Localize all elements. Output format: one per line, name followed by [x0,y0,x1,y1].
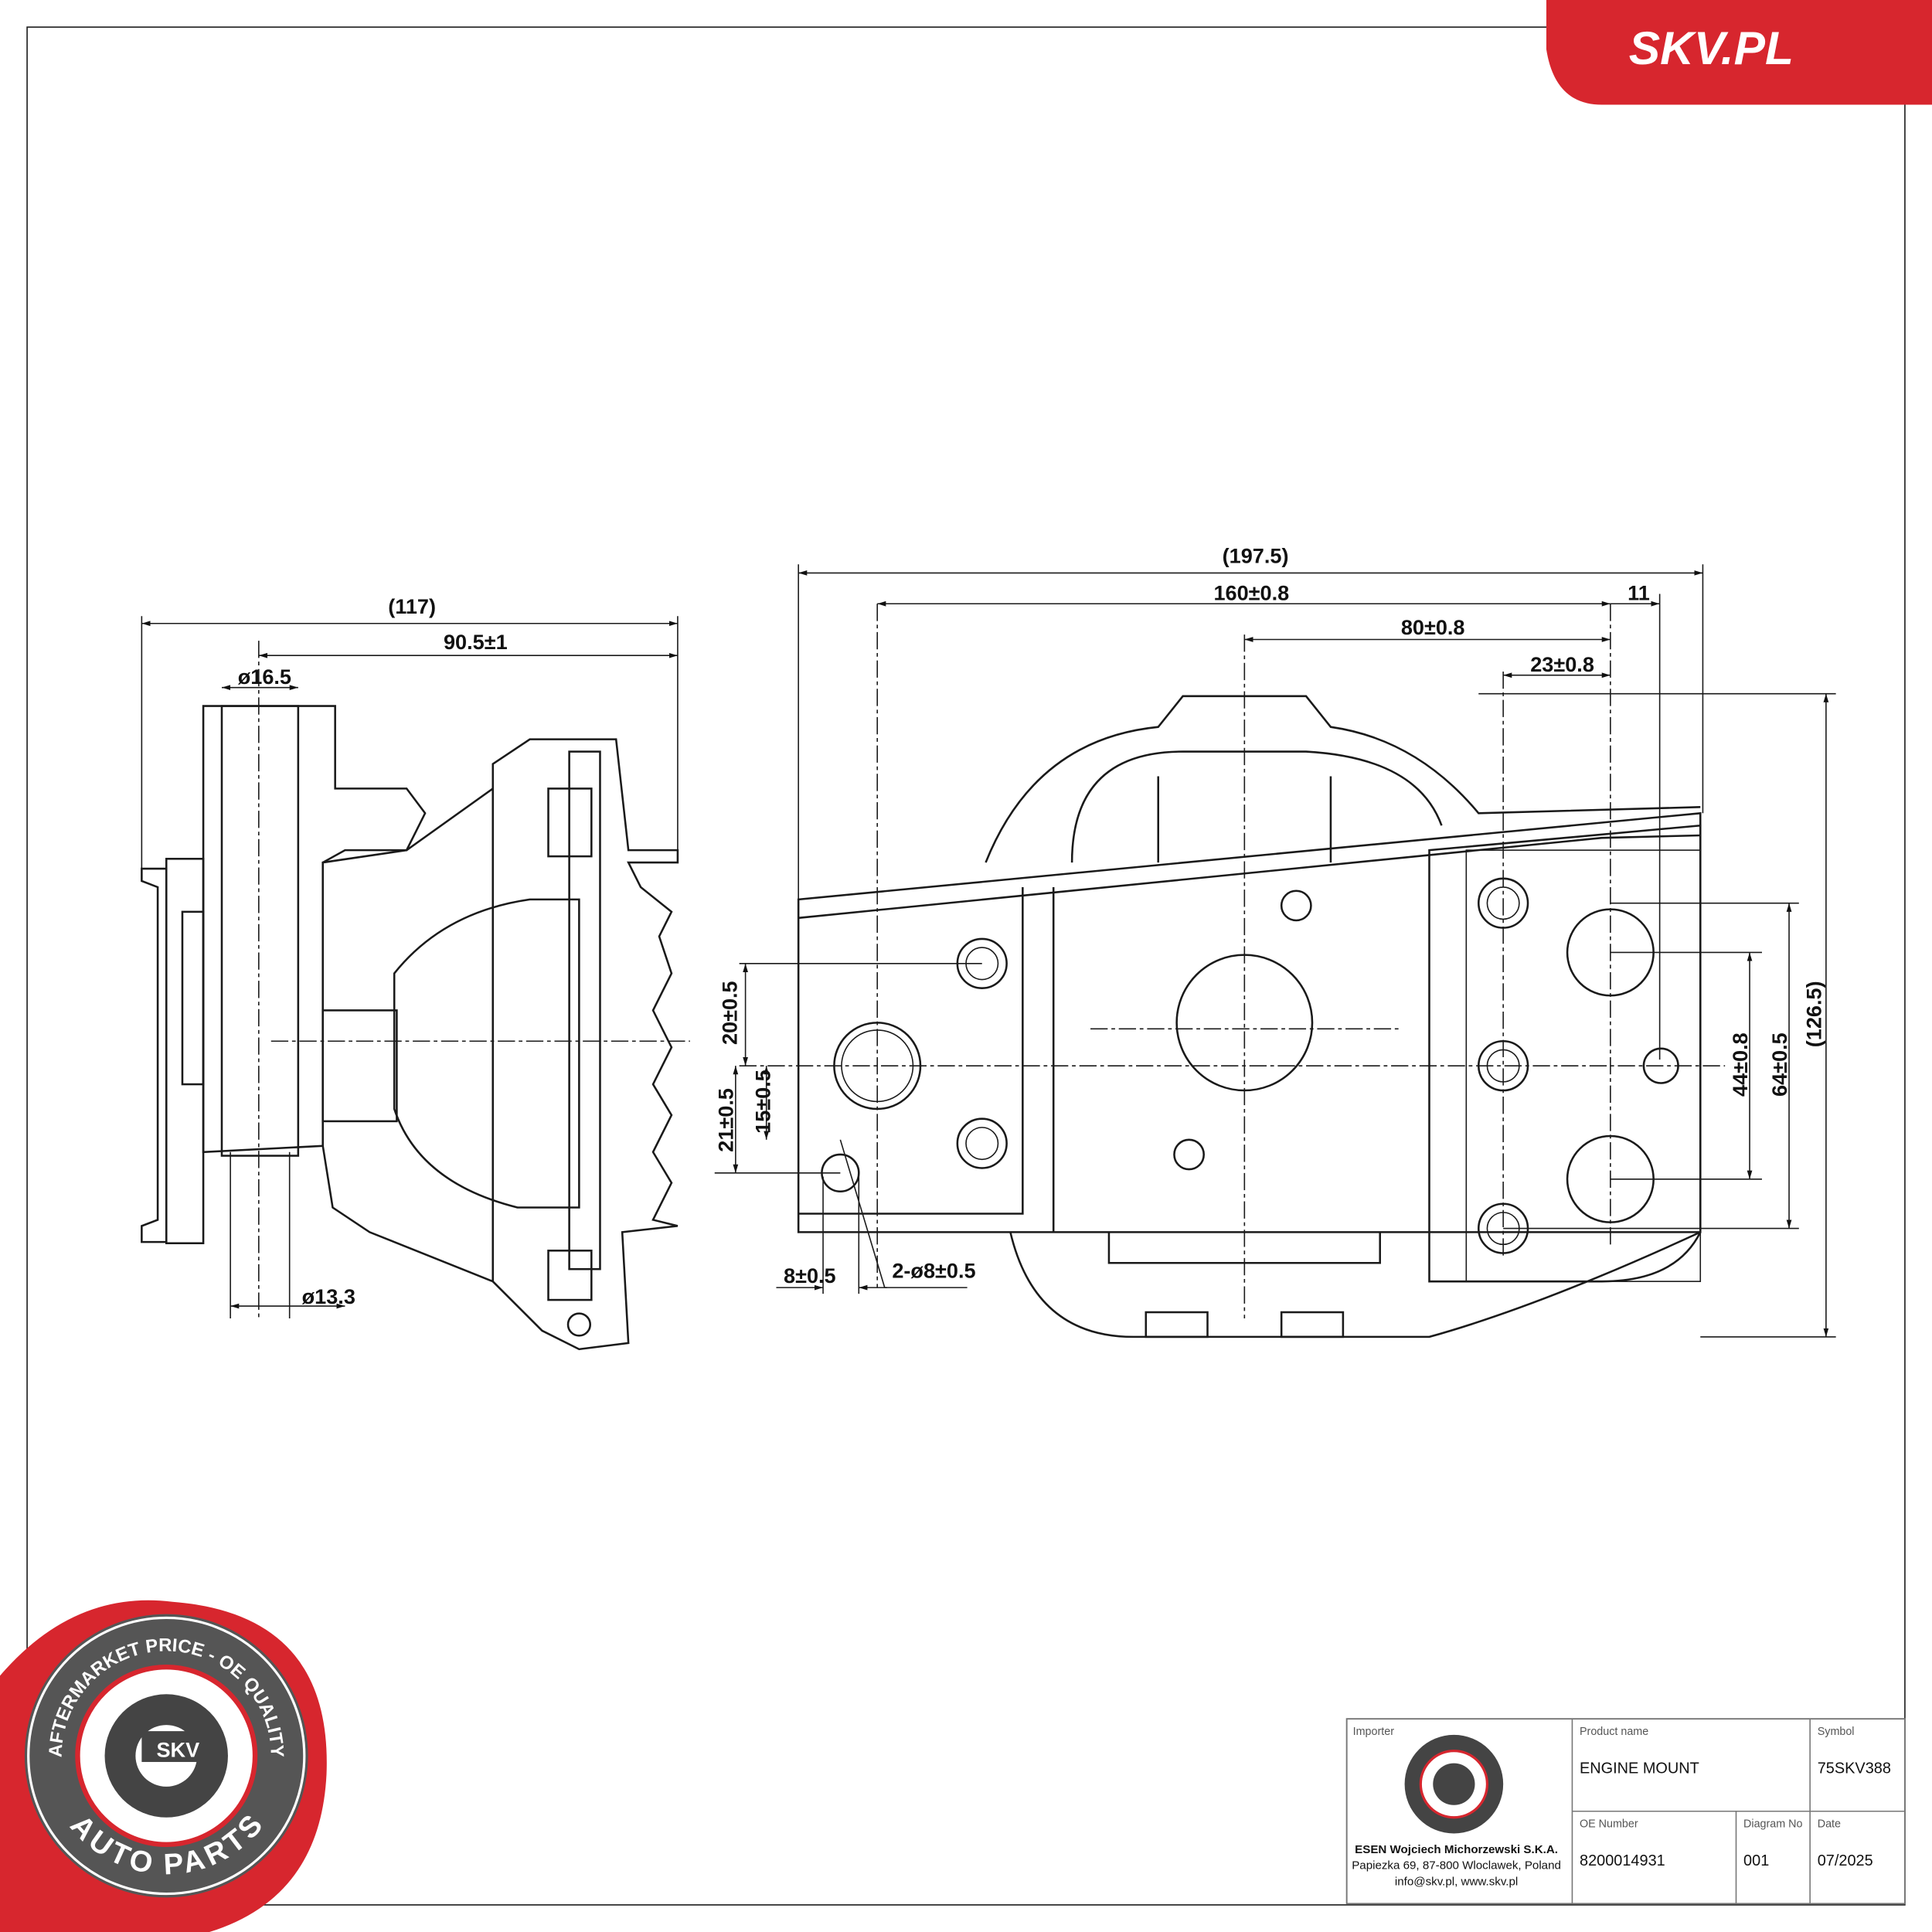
product-value: ENGINE MOUNT [1580,1760,1699,1777]
dim-v3: 15±0.5 [750,1070,774,1134]
date-value: 07/2025 [1818,1852,1873,1869]
dim-slot: 8±0.5 [784,1264,836,1287]
oe-label: OE Number [1580,1818,1638,1830]
title-block: Importer ESEN Wojciech Michorzewski S.K.… [1345,1718,1906,1905]
symbol-label: Symbol [1818,1726,1855,1738]
dim-right-offset: 11 [1628,580,1650,604]
dim-v-right1: 44±0.8 [1728,1032,1752,1097]
importer-label: Importer [1353,1726,1395,1738]
dim-height: (126.5) [1802,981,1826,1047]
diagram-label: Diagram No [1743,1818,1802,1830]
front-view: (197.5) 160±0.8 11 80±0.8 23±0.8 20±0.5 … [714,544,1836,1338]
dim-bore-top: ø16.5 [238,665,291,689]
dim-small-offset: 23±0.8 [1530,652,1594,676]
skv-quality-badge: AFTERMARKET PRICE - OE QUALITY AUTO PART… [0,1600,327,1932]
dim-holes: 2-ø8±0.5 [892,1258,975,1282]
importer-name: ESEN Wojciech Michorzewski S.K.A. [1355,1843,1558,1856]
dim-v-right2: 64±0.5 [1767,1032,1791,1097]
drawing-frame [26,26,1906,1906]
dim-v2: 21±0.5 [714,1088,738,1152]
dim-center-offset: 80±0.8 [1401,615,1465,639]
date-label: Date [1818,1818,1841,1830]
dim-v1: 20±0.5 [717,981,741,1045]
brand-logo-text: SKV.PL [1629,22,1794,74]
side-view: (117) 90.5±1 ø16.5 ø13.3 [141,594,690,1351]
symbol-value: 75SKV388 [1818,1760,1891,1777]
importer-logo [1404,1734,1504,1834]
dim-bore-bottom: ø13.3 [302,1284,355,1308]
dim-width: 90.5±1 [444,630,508,654]
importer-contact: info@skv.pl, www.skv.pl [1395,1875,1518,1888]
dim-overall-length: (197.5) [1223,544,1289,568]
product-label: Product name [1580,1726,1648,1738]
dim-hole-span: 160±0.8 [1213,580,1289,604]
brand-corner: SKV.PL [1546,0,1932,105]
oe-value: 8200014931 [1580,1852,1665,1869]
diagram-value: 001 [1743,1852,1769,1869]
importer-address: Papiezka 69, 87-800 Wloclawek, Poland [1352,1859,1561,1872]
dim-overall-width: (117) [388,594,436,618]
badge-center-text: SKV [156,1738,199,1762]
